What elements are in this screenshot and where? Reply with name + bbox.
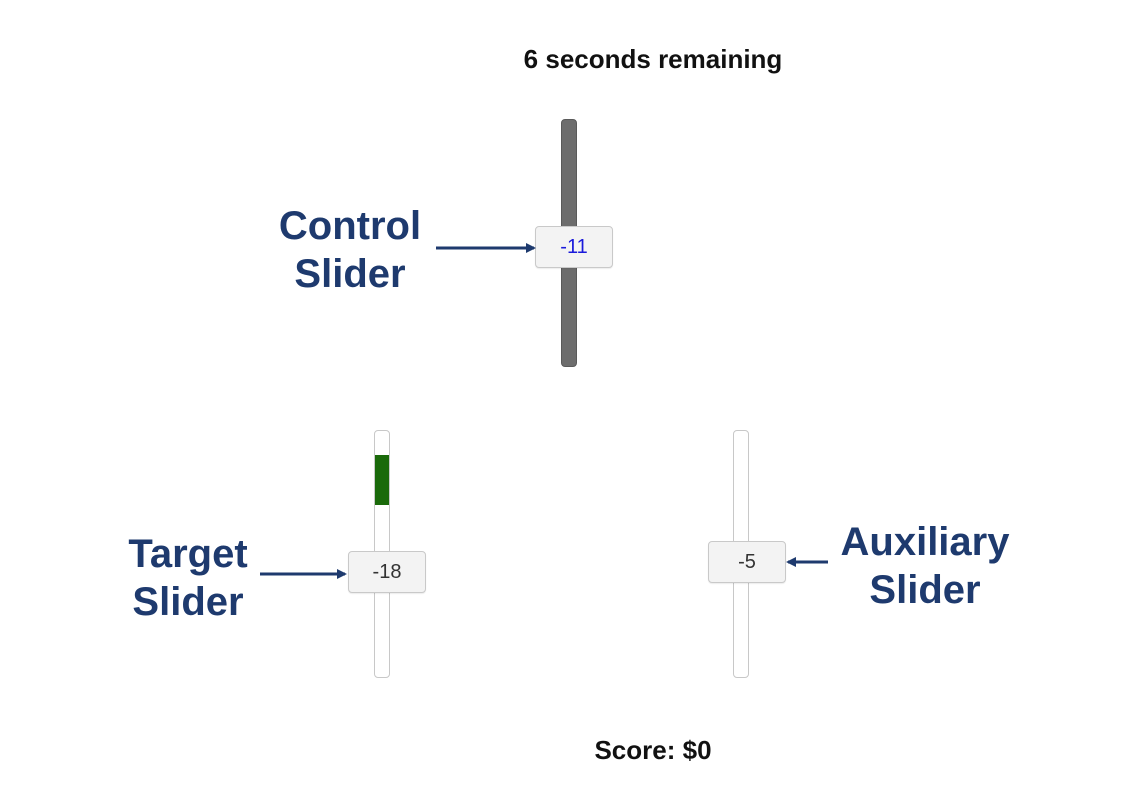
auxiliary-label-line1: Auxiliary	[840, 520, 1010, 564]
control-slider-handle[interactable]: -11	[535, 226, 613, 268]
target-label-line2: Slider	[132, 580, 244, 624]
control-label-line2: Slider	[294, 252, 406, 296]
target-zone	[375, 455, 389, 505]
auxiliary-slider-annotation: Auxiliary Slider	[830, 518, 1020, 614]
auxiliary-label-line2: Slider	[869, 568, 981, 612]
target-label-line1: Target	[128, 532, 248, 576]
target-slider-handle: -18	[348, 551, 426, 593]
score-display: Score: $0	[594, 735, 712, 765]
auxiliary-slider-handle: -5	[708, 541, 786, 583]
control-slider-annotation: Control Slider	[270, 202, 430, 298]
countdown-timer: 6 seconds remaining	[523, 44, 783, 74]
target-slider-annotation: Target Slider	[108, 530, 268, 626]
control-label-line1: Control	[278, 204, 422, 248]
